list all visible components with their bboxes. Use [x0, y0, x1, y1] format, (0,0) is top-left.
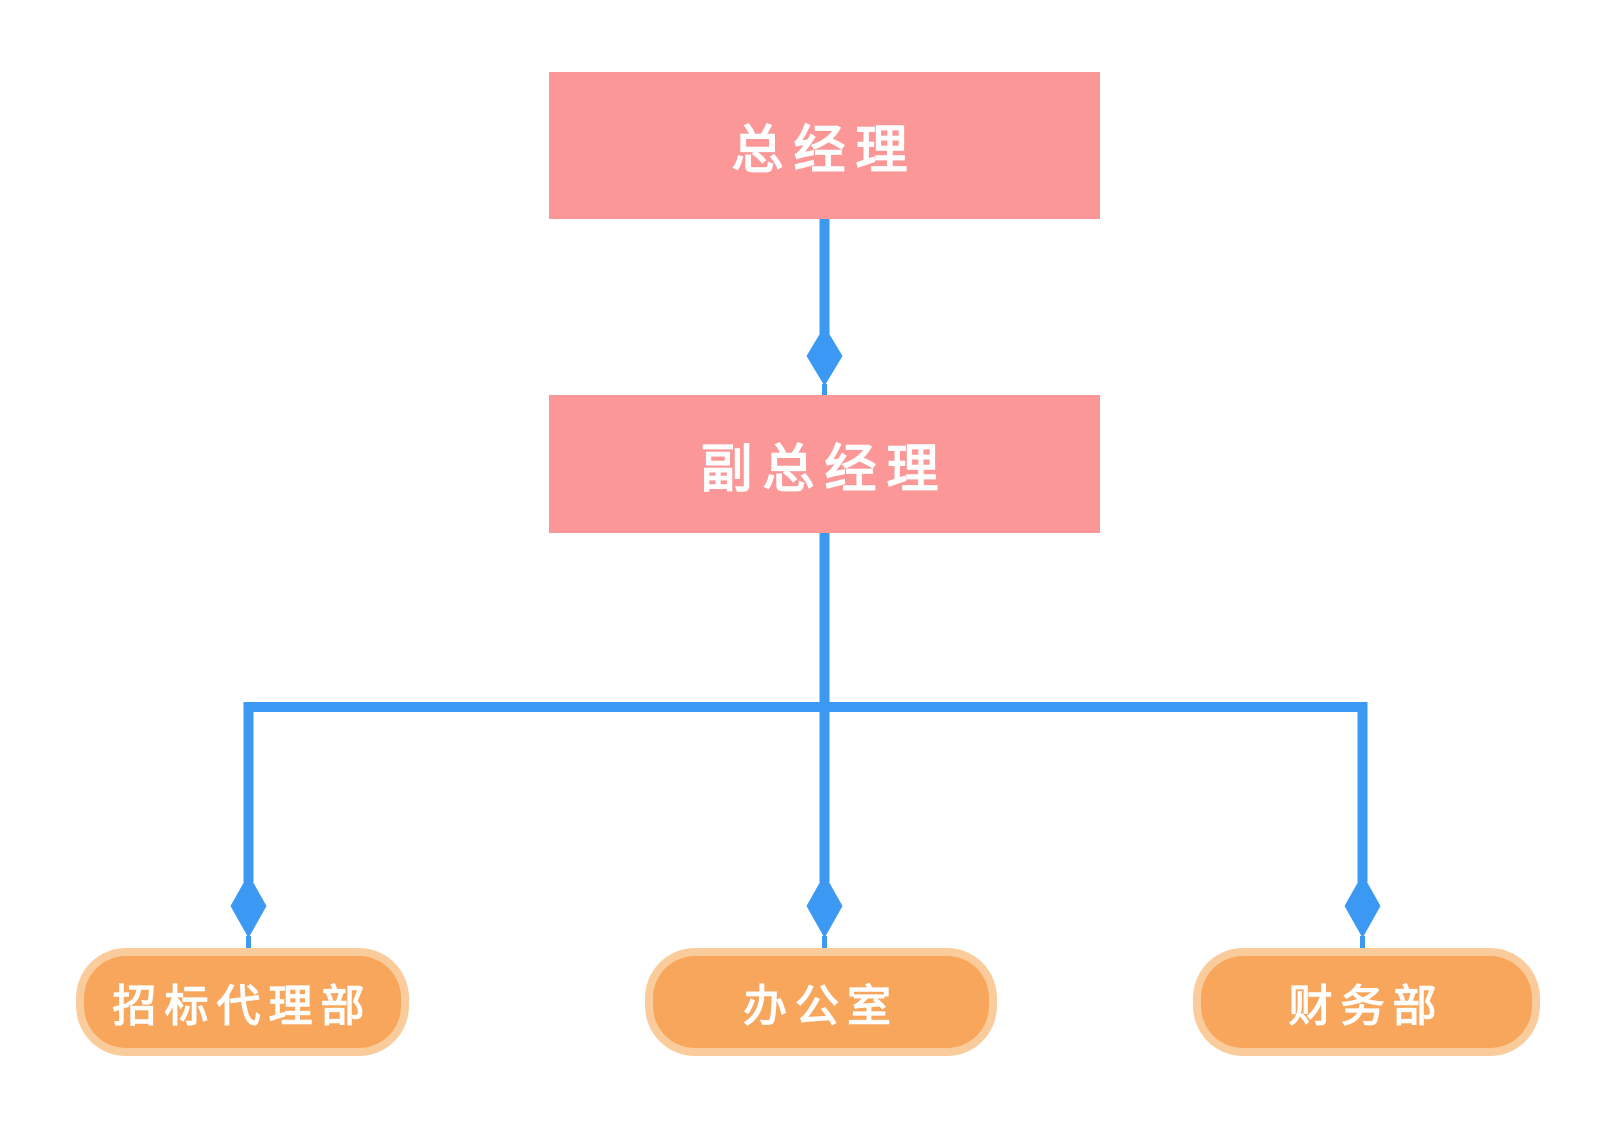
node-bidding-agency-dept-label: 招标代理部 — [112, 982, 373, 1031]
node-office: 办公室 — [645, 948, 997, 1056]
edge-gm-to-dgm-diamond-arrowhead — [806, 326, 843, 386]
node-finance-dept-label: 财务部 — [1288, 982, 1445, 1031]
edge-to-finance-diamond-arrowhead — [1344, 874, 1381, 938]
edge-to-bidding-diamond-arrowhead — [230, 874, 267, 938]
node-finance-dept: 财务部 — [1193, 948, 1540, 1056]
node-office-label: 办公室 — [743, 982, 899, 1031]
node-deputy-general-manager-label: 副总经理 — [700, 441, 949, 499]
node-general-manager-label: 总经理 — [731, 123, 918, 180]
edge-to-office-diamond-arrowhead — [806, 874, 843, 938]
node-bidding-agency-dept: 招标代理部 — [76, 948, 409, 1056]
node-deputy-general-manager: 副总经理 — [549, 395, 1100, 533]
node-general-manager: 总经理 — [549, 72, 1100, 219]
